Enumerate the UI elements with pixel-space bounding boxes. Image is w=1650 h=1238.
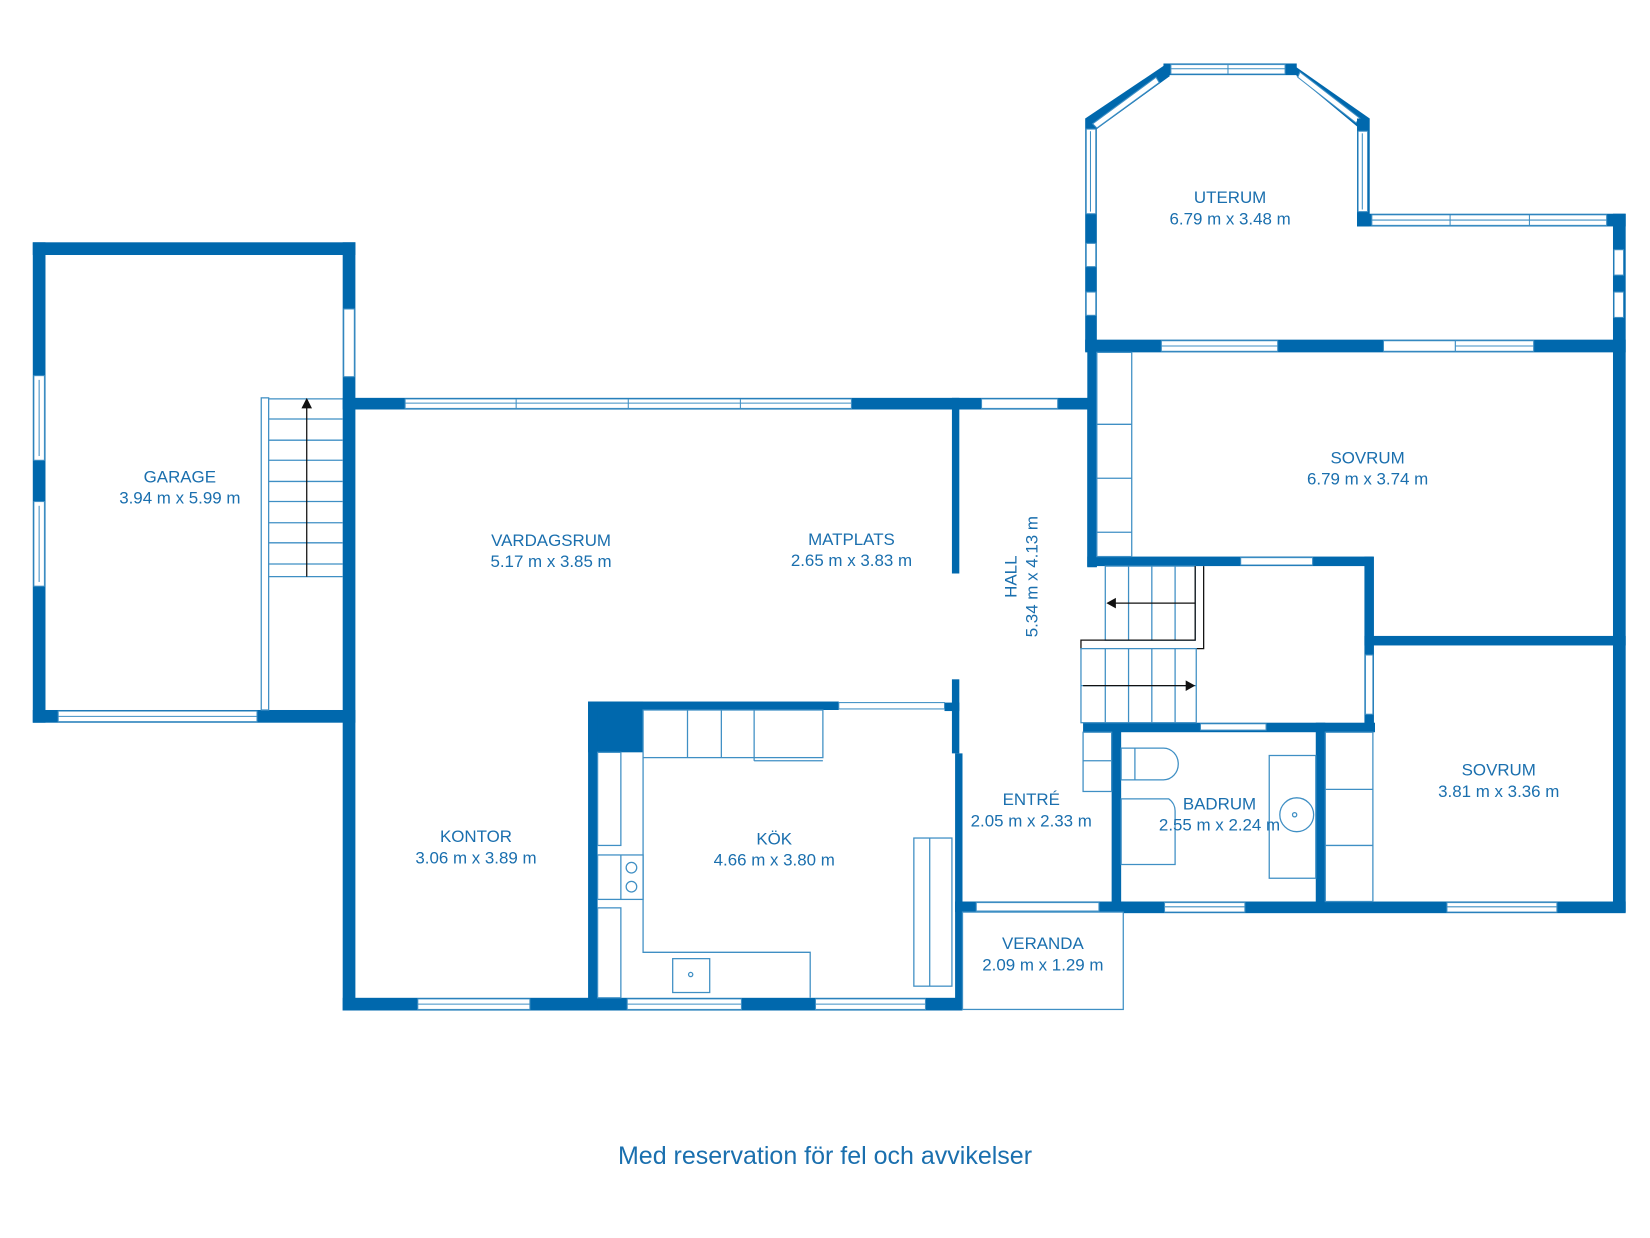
kitchen-fixtures xyxy=(596,709,953,999)
room-badrum: BADRUM 2.55 m x 2.24 m xyxy=(1159,794,1280,834)
sovrum-wardrobe xyxy=(1096,351,1133,558)
garage-staircase xyxy=(260,397,343,711)
room-name: UTERUM xyxy=(1194,188,1266,207)
room-dimensions: 2.09 m x 1.29 m xyxy=(982,955,1103,974)
room-uterum: UTERUM 6.79 m x 3.48 m xyxy=(1169,188,1290,228)
room-name: VARDAGSRUM xyxy=(491,531,611,550)
hall-staircase xyxy=(1080,565,1205,724)
room-name: KONTOR xyxy=(440,827,512,846)
stove-icon xyxy=(625,861,638,874)
room-name: VERANDA xyxy=(1002,934,1084,953)
room-dimensions: 2.05 m x 2.33 m xyxy=(971,811,1092,830)
room-dimensions: 3.94 m x 5.99 m xyxy=(119,489,240,508)
room-vardagsrum: VARDAGSRUM 5.17 m x 3.85 m xyxy=(490,531,611,571)
room-hall: HALL 5.34 m x 4.13 m xyxy=(1001,516,1041,637)
room-dimensions: 4.66 m x 3.80 m xyxy=(714,851,835,870)
room-dimensions: 2.55 m x 2.24 m xyxy=(1159,816,1280,835)
room-sovrum-1: SOVRUM 6.79 m x 3.74 m xyxy=(1307,448,1428,488)
toilet-icon xyxy=(1120,747,1179,781)
shower-icon xyxy=(1120,798,1176,866)
room-name: SOVRUM xyxy=(1462,761,1536,780)
room-dimensions: 6.79 m x 3.74 m xyxy=(1307,470,1428,489)
room-name: BADRUM xyxy=(1183,794,1256,813)
sovrum2-wardrobe xyxy=(1324,731,1374,903)
room-dimensions: 6.79 m x 3.48 m xyxy=(1169,209,1290,228)
room-name: GARAGE xyxy=(144,467,216,486)
room-veranda: VERANDA 2.09 m x 1.29 m xyxy=(982,934,1103,974)
room-name: SOVRUM xyxy=(1330,448,1404,467)
disclaimer-text: Med reservation för fel och avvikelser xyxy=(617,1142,1033,1170)
room-dimensions: 2.65 m x 3.83 m xyxy=(791,551,912,570)
room-name: MATPLATS xyxy=(808,530,895,549)
room-dimensions: 5.17 m x 3.85 m xyxy=(490,552,611,571)
badrum-fixtures xyxy=(1120,747,1317,879)
veranda-outline xyxy=(961,911,1124,1011)
room-kontor: KONTOR 3.06 m x 3.89 m xyxy=(415,827,536,867)
kitchen-sink-icon xyxy=(672,958,711,994)
right-wing-walls xyxy=(1085,63,1626,914)
room-dimensions: 3.81 m x 3.36 m xyxy=(1438,782,1559,801)
room-matplats: MATPLATS 2.65 m x 3.83 m xyxy=(791,530,912,570)
room-kok: KÖK 4.66 m x 3.80 m xyxy=(714,829,835,869)
room-dimensions: 5.34 m x 4.13 m xyxy=(1023,516,1042,637)
room-dimensions: 3.06 m x 3.89 m xyxy=(415,848,536,867)
room-sovrum-2: SOVRUM 3.81 m x 3.36 m xyxy=(1438,761,1559,801)
room-garage: GARAGE 3.94 m x 5.99 m xyxy=(119,467,240,507)
entre-closet xyxy=(1082,731,1113,793)
room-entre: ENTRÉ 2.05 m x 2.33 m xyxy=(971,790,1092,830)
garage-walls xyxy=(32,242,356,1011)
main-walls xyxy=(342,397,1375,1011)
room-name: HALL xyxy=(1001,556,1020,598)
room-name: ENTRÉ xyxy=(1003,790,1060,809)
room-name: KÖK xyxy=(756,829,792,848)
